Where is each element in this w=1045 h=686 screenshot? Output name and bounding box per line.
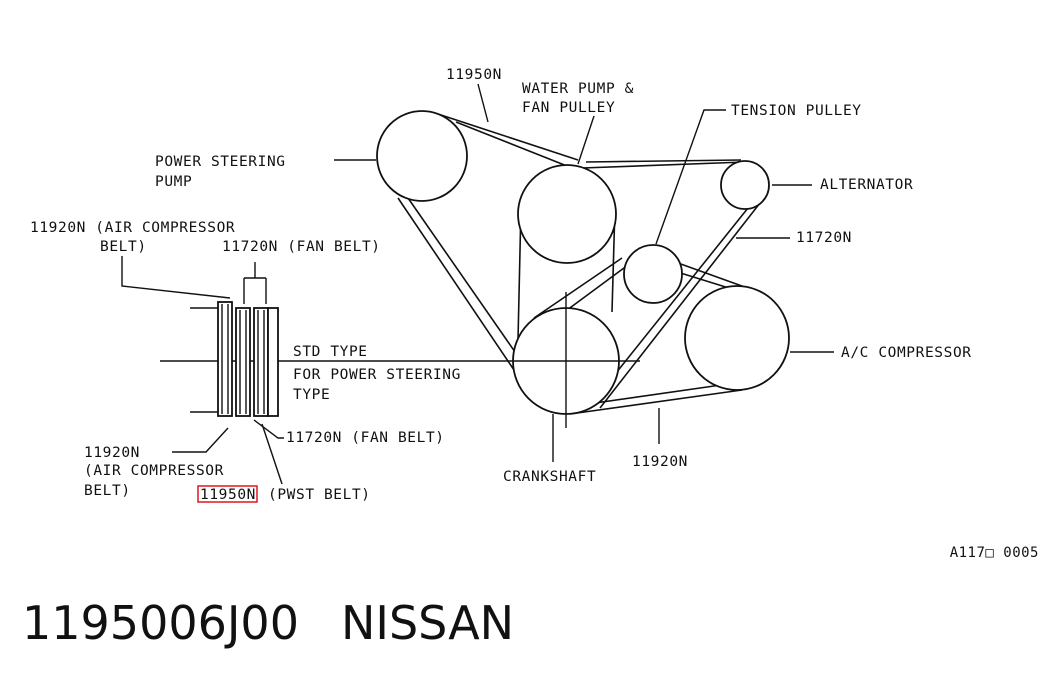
label-fan-belt-top: 11720N (FAN BELT) [222,239,381,255]
power-steering-belt [397,113,579,371]
leader-tension-pulley [655,109,726,245]
label-power-steering-1: POWER STEERING [155,154,286,170]
leader-air-compressor-bottom [172,427,229,453]
label-pwst-belt-rest: (PWST BELT) [268,487,371,503]
label-tension-pulley: TENSION PULLEY [731,103,862,119]
leader-fan-belt-bottom [253,419,284,439]
label-air-compressor-bottom-3: BELT) [84,483,131,499]
label-crankshaft: CRANKSHAFT [503,469,596,485]
leader-air-compressor-top [121,256,231,299]
alternator-pulley [720,160,770,210]
label-11720n-right: 11720N [796,230,852,246]
figure-code: A117□ 0005 [949,545,1039,561]
ac-compressor-pulley [684,285,790,391]
label-pwst-belt-part: 11950N [200,487,256,503]
label-11920n-bottom: 11920N [632,454,688,470]
power-steering-pump-pulley [376,110,468,202]
highlight-box-11950n [197,485,258,503]
label-fan-belt-bottom: 11720N (FAN BELT) [286,430,445,446]
label-air-compressor-top-1: 11920N (AIR COMPRESSOR [30,220,235,236]
label-std-type: STD TYPE [293,344,368,360]
label-air-compressor-bottom-1: 11920N [84,445,140,461]
footer-title: 1195006J00 NISSAN [22,596,556,650]
label-water-pump-1: WATER PUMP & [522,81,634,97]
tension-pulley [623,244,683,304]
label-power-steering-2: PUMP [155,174,192,190]
brand-name: NISSAN [340,596,515,650]
leader-water-pump [577,115,595,165]
leader-pwst-belt [261,423,283,485]
water-pump-fan-pulley [517,164,617,264]
label-air-compressor-top-2: BELT) [100,239,147,255]
label-ac-compressor: A/C COMPRESSOR [841,345,972,361]
label-11950n-top: 11950N [446,67,502,83]
label-ps-type-1: FOR POWER STEERING [293,367,461,383]
label-ps-type-2: TYPE [293,387,330,403]
pulley-side-view [190,262,279,417]
part-number: 1195006J00 [22,596,299,650]
label-alternator: ALTERNATOR [820,177,913,193]
label-water-pump-2: FAN PULLEY [522,100,615,116]
leader-11950n-top [477,83,489,123]
label-air-compressor-bottom-2: (AIR COMPRESSOR [84,463,224,479]
